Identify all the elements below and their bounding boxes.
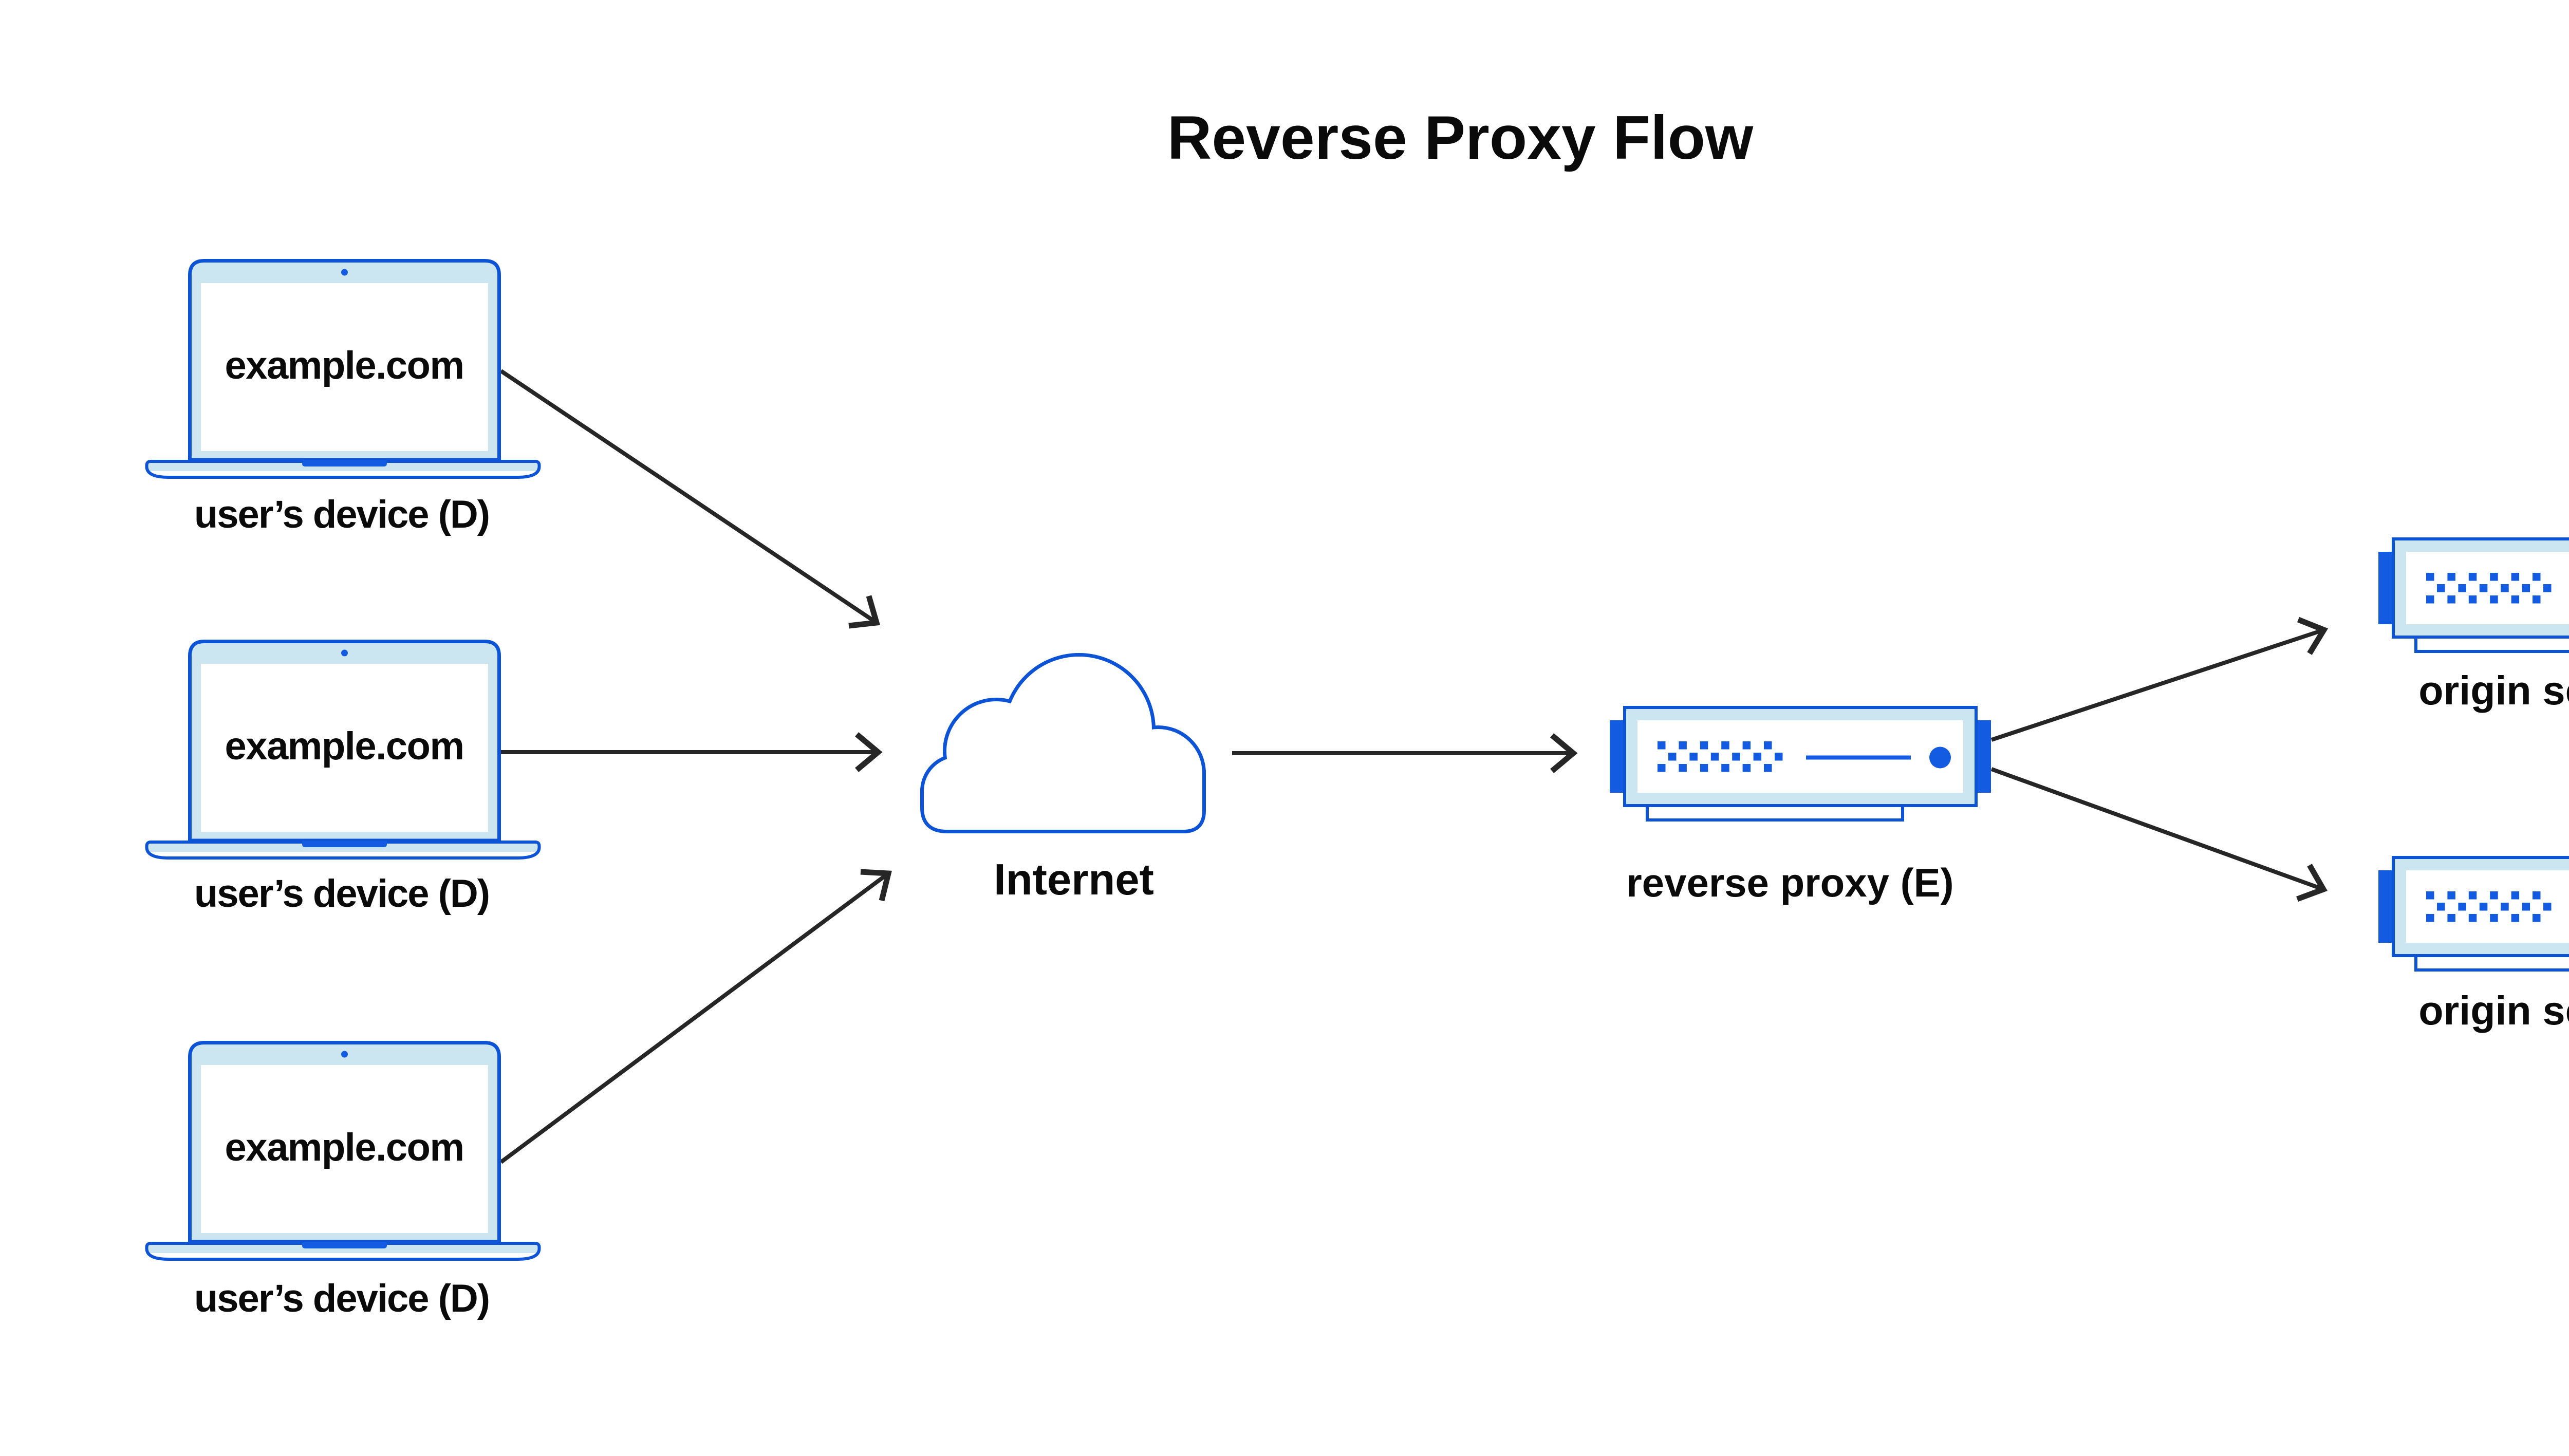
user-device-node-1: example.com user’s device (D)	[145, 261, 541, 536]
reverse-proxy-label: reverse proxy (E)	[1626, 860, 1953, 905]
device-screen-label: example.com	[225, 724, 463, 768]
internet-label: Internet	[994, 855, 1154, 904]
internet-node: Internet	[920, 653, 1206, 904]
device-caption: user’s device (D)	[194, 493, 489, 536]
server-icon	[2378, 857, 2569, 970]
page-title: Reverse Proxy Flow	[1167, 103, 1754, 172]
reverse-proxy-node: reverse proxy (E)	[1610, 707, 1991, 905]
origin-server-label: origin server (F)	[2418, 987, 2569, 1033]
server-icon	[1610, 707, 1991, 820]
arrow-device3-to-internet	[499, 869, 892, 1164]
arrow-device2-to-internet	[501, 732, 883, 772]
arrow-device1-to-internet	[499, 369, 881, 629]
device-caption: user’s device (D)	[194, 872, 489, 916]
origin-server-node-2: origin server (F)	[2378, 857, 2569, 1033]
server-icon	[2378, 539, 2569, 651]
device-caption: user’s device (D)	[194, 1277, 489, 1320]
origin-server-label: origin server (F)	[2418, 667, 2569, 713]
device-screen-label: example.com	[225, 344, 463, 387]
user-device-node-2: example.com user’s device (D)	[145, 642, 541, 916]
device-screen-label: example.com	[225, 1126, 463, 1169]
arrow-proxy-to-origin2	[1990, 767, 2328, 902]
arrow-internet-to-proxy	[1232, 733, 1578, 773]
arrow-proxy-to-origin1	[1990, 617, 2329, 742]
user-device-node-3: example.com user’s device (D)	[145, 1043, 541, 1320]
cloud-icon	[920, 653, 1206, 833]
origin-server-node-1: origin server (F)	[2378, 539, 2569, 713]
